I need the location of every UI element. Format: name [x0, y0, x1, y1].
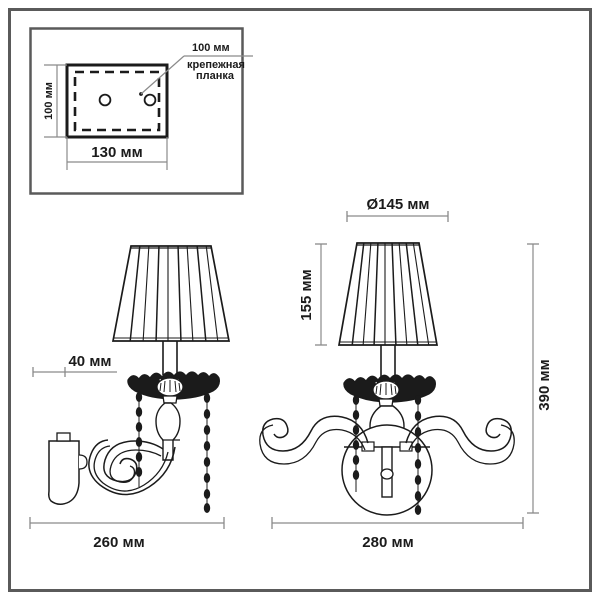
side-bead-strand-left	[135, 392, 143, 487]
mounting-hole-left	[98, 93, 112, 107]
front-shade-height-label: 155 мм	[298, 269, 315, 320]
side-wall-bracket-tab	[56, 432, 71, 442]
side-projection-label: 40 мм	[68, 353, 111, 370]
side-candle-cup	[162, 395, 178, 404]
side-scroll-upper-inner	[109, 449, 162, 483]
front-bead-strand-right	[414, 395, 422, 515]
mounting-width-label: 130 мм	[91, 144, 142, 161]
front-width-label: 280 мм	[362, 534, 413, 551]
front-shade-outline	[337, 242, 439, 346]
side-wall-bracket	[48, 440, 80, 505]
front-scroll-arm-left-inner	[259, 424, 366, 465]
front-bobeche-center-flutes	[375, 383, 397, 396]
side-wall-bracket-knob	[78, 454, 88, 470]
front-bead-strand-left	[352, 395, 360, 492]
mounting-plate-dashed-inner	[73, 70, 161, 132]
side-shade-pleats	[129, 246, 219, 341]
mounting-callout-caption-line2: планка	[196, 70, 235, 82]
side-width-label: 260 мм	[93, 534, 144, 551]
front-scroll-arm-right	[405, 415, 513, 452]
sheet-border	[8, 8, 592, 592]
front-diameter-label: Ø145 мм	[366, 196, 429, 213]
front-scroll-arm-left	[261, 415, 369, 452]
mounting-callout-value: 100 мм	[192, 42, 230, 54]
mounting-hole-right	[143, 93, 157, 107]
side-arm-lower-outer	[88, 439, 176, 496]
side-view-figure	[48, 245, 231, 513]
side-bobeche-center-flutes	[159, 380, 181, 393]
side-body-vase	[155, 402, 181, 461]
front-drop-stem-knob	[380, 468, 394, 480]
front-view-figure	[259, 242, 515, 516]
side-bead-strand-right	[203, 393, 211, 513]
front-shade-pleats	[351, 243, 430, 345]
callout-leader-line	[140, 55, 185, 95]
front-scroll-arm-right-inner	[408, 424, 515, 465]
mounting-height-label: 100 мм	[43, 82, 55, 120]
front-total-height-label: 390 мм	[536, 359, 553, 410]
mounting-callout-caption-line1: крепежная	[187, 59, 245, 71]
front-candle-cup	[378, 398, 394, 407]
side-arm-lower-inner	[93, 445, 169, 492]
